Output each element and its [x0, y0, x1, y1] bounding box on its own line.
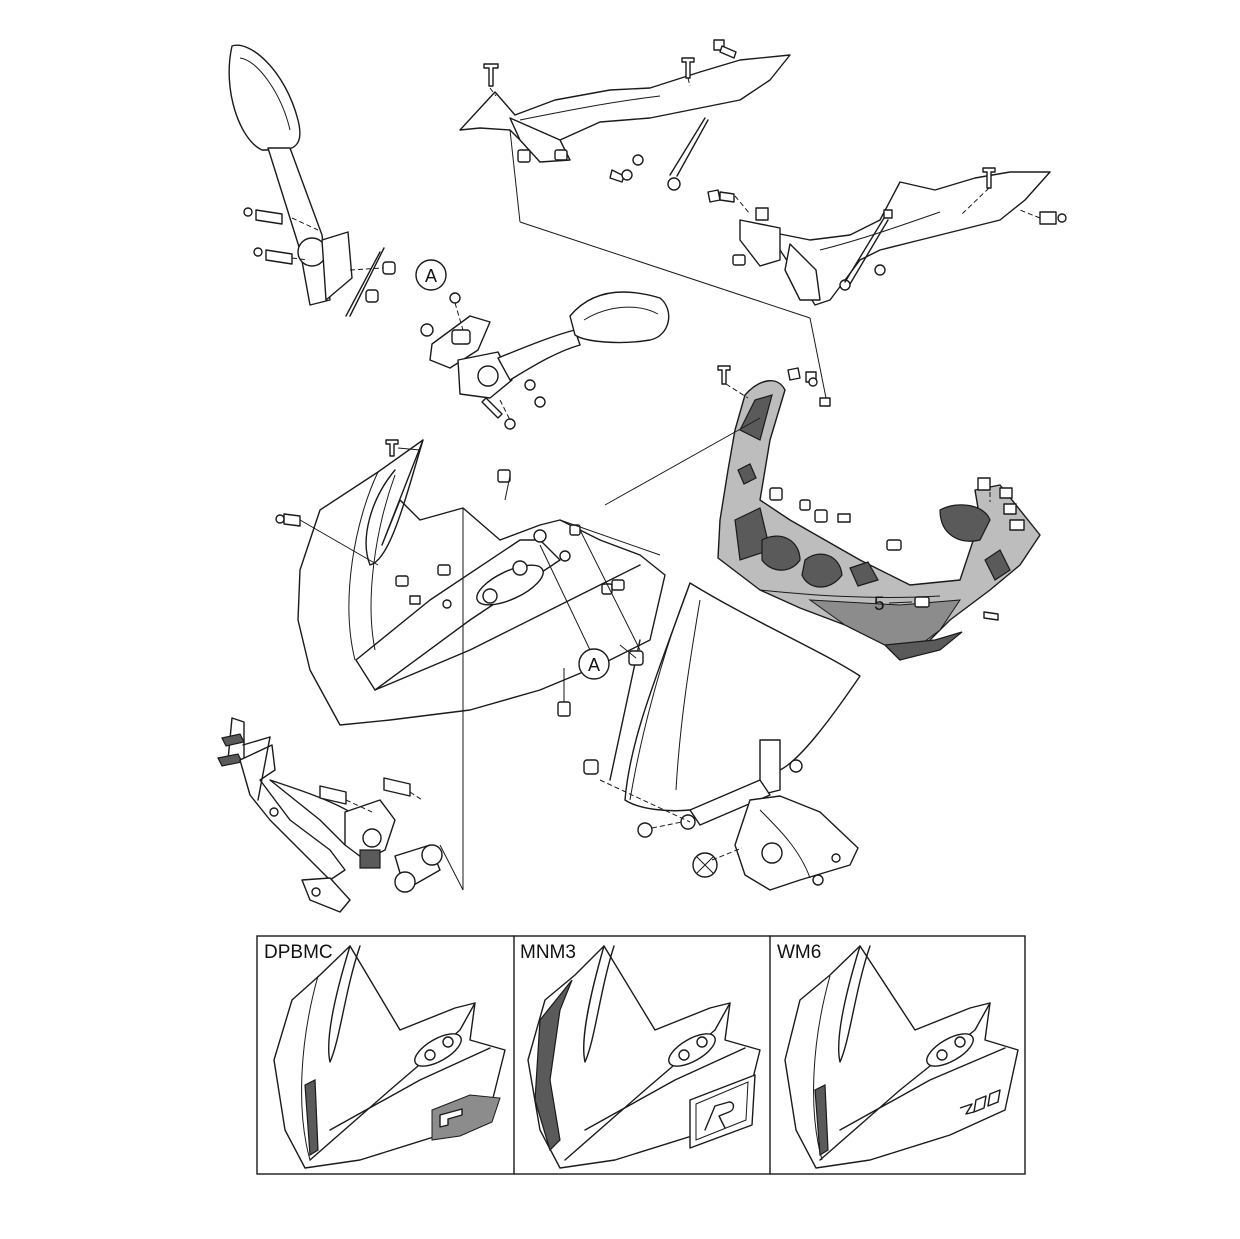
- variant-code-1: DPBMC: [264, 942, 333, 963]
- main-upper-cowl: A: [275, 417, 761, 890]
- cowl-stay-bracket: [217, 717, 464, 913]
- side-duct: [692, 795, 859, 891]
- left-mirror-assembly: [228, 44, 396, 317]
- shaded-lower-cowl: 5: [717, 365, 1041, 661]
- right-mirror-assembly: A: [415, 259, 670, 430]
- variant-1-cowl: [273, 945, 506, 1169]
- color-variants-table: DPBMC MNM3 WM6: [256, 935, 1026, 1175]
- variant-2-cowl: [527, 945, 761, 1169]
- ref-a-lower-label: A: [588, 655, 600, 675]
- windshield: [583, 582, 861, 838]
- variants-table-frame: [256, 935, 1026, 1175]
- variant-code-3: WM6: [777, 942, 821, 963]
- variant-3-cowl: [784, 945, 1019, 1169]
- ref-a-upper-label: A: [425, 266, 437, 286]
- upper-inner-panels: [459, 39, 1067, 399]
- ref-a-upper-circle: [415, 259, 447, 291]
- part-number-label: 5: [874, 594, 885, 615]
- variant-code-2: MNM3: [520, 942, 576, 963]
- ref-a-lower-circle: [578, 648, 610, 680]
